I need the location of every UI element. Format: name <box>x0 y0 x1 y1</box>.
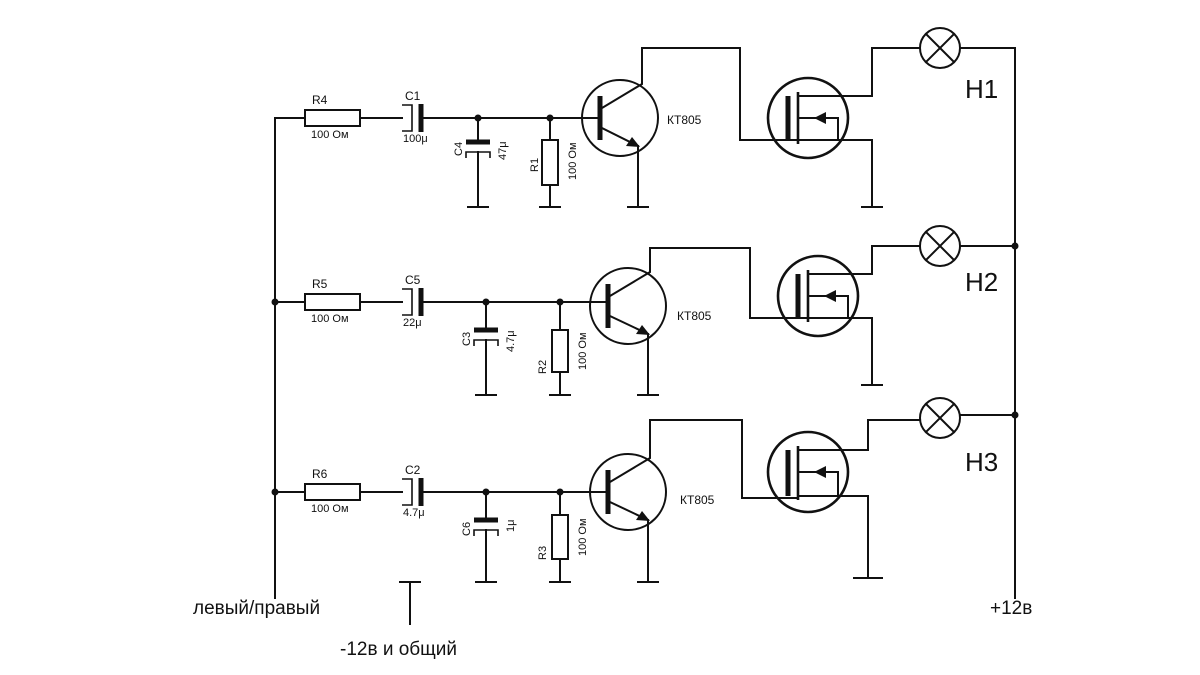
lamp-label: H2 <box>965 267 998 297</box>
mosfet-body <box>776 254 860 338</box>
bjt-kt805-body <box>581 79 659 157</box>
coupling-cap-c1-plate <box>402 104 413 132</box>
series-resistor-value: 100 Ом <box>311 503 349 515</box>
bjt-collector-lead <box>600 47 643 110</box>
mosfet-body-link <box>807 295 849 319</box>
series-resistor-value: 100 Ом <box>311 129 349 141</box>
mosfet-body-link <box>797 117 839 141</box>
bjt-kt805-body <box>589 453 667 531</box>
mosfet-arrow-icon <box>824 290 836 302</box>
bias-resistor-r1 <box>541 139 559 186</box>
coupling-cap-value: 4.7μ <box>403 507 425 519</box>
shunt-cap-label: C6 <box>461 522 473 536</box>
series-resistor-r5 <box>304 293 361 311</box>
coupling-cap-value: 100μ <box>403 133 428 145</box>
mosfet-body <box>766 430 850 514</box>
series-resistor-label: R6 <box>312 467 328 481</box>
bias-resistor-value: 100 Ом <box>577 332 589 370</box>
mosfet-body-link <box>797 471 839 497</box>
series-resistor-label: R5 <box>312 277 328 291</box>
wire <box>871 47 921 97</box>
lamp-h3-cross <box>924 402 956 434</box>
channel-1: R4 100 Ом C1 100μ C4 47μ R1 100 Ом КТ8 <box>274 27 1016 208</box>
bjt-collector-lead <box>608 247 651 298</box>
lamp-h1-cross <box>924 32 956 64</box>
coupling-cap-label: C5 <box>405 273 421 287</box>
series-resistor-value: 100 Ом <box>311 313 349 325</box>
wire <box>871 245 921 275</box>
emitter-arrow-icon <box>636 325 650 335</box>
channel-3: R6 100 Ом C2 4.7μ C6 1μ R3 100 Ом КТ805 <box>274 397 1016 583</box>
shunt-cap-value: 1μ <box>505 520 517 532</box>
mosfet-arrow-icon <box>814 112 826 124</box>
transistor-type-label: КТ805 <box>680 493 715 507</box>
coupling-cap-c2-plate <box>402 478 413 506</box>
coupling-cap-label: C1 <box>405 89 421 103</box>
input-terminal-label: левый/правый <box>193 598 320 619</box>
emitter-arrow-icon <box>636 511 650 521</box>
bias-resistor-value: 100 Ом <box>577 518 589 556</box>
wire <box>649 247 809 319</box>
series-resistor-r6 <box>304 483 361 501</box>
coupling-cap-label: C2 <box>405 463 421 477</box>
bjt-collector-lead <box>608 419 651 484</box>
mosfet-body <box>766 76 850 160</box>
bias-resistor-label: R3 <box>537 546 549 560</box>
shunt-cap-value: 4.7μ <box>505 330 517 352</box>
emitter-arrow-icon <box>626 137 640 147</box>
bias-resistor-label: R2 <box>537 360 549 374</box>
wire <box>649 419 799 499</box>
supply-terminal-label: +12в <box>990 598 1032 619</box>
transistor-type-label: КТ805 <box>667 113 702 127</box>
bjt-kt805-body <box>589 267 667 345</box>
channel-2: R5 100 Ом C5 22μ C3 4.7μ R2 100 Ом КТ805 <box>274 225 1016 396</box>
bias-resistor-value: 100 Ом <box>567 142 579 180</box>
shunt-cap-label: C3 <box>461 332 473 346</box>
ground-terminal-label: -12в и общий <box>340 639 457 660</box>
bias-resistor-label: R1 <box>529 158 541 172</box>
wire <box>867 419 921 451</box>
shunt-cap-value: 47μ <box>497 141 509 160</box>
bias-resistor-r2 <box>551 329 569 373</box>
wire <box>641 47 799 141</box>
lamp-h3 <box>919 397 961 439</box>
lamp-h2-cross <box>924 230 956 262</box>
series-resistor-r4 <box>304 109 361 127</box>
lamp-label: H1 <box>965 74 998 104</box>
coupling-cap-c5-plate <box>402 288 413 316</box>
shunt-cap-label: C4 <box>453 142 465 156</box>
coupling-cap-value: 22μ <box>403 317 422 329</box>
mosfet-arrow-icon <box>814 466 826 478</box>
lamp-label: H3 <box>965 447 998 477</box>
series-resistor-label: R4 <box>312 93 328 107</box>
transistor-type-label: КТ805 <box>677 309 712 323</box>
bias-resistor-r3 <box>551 514 569 560</box>
